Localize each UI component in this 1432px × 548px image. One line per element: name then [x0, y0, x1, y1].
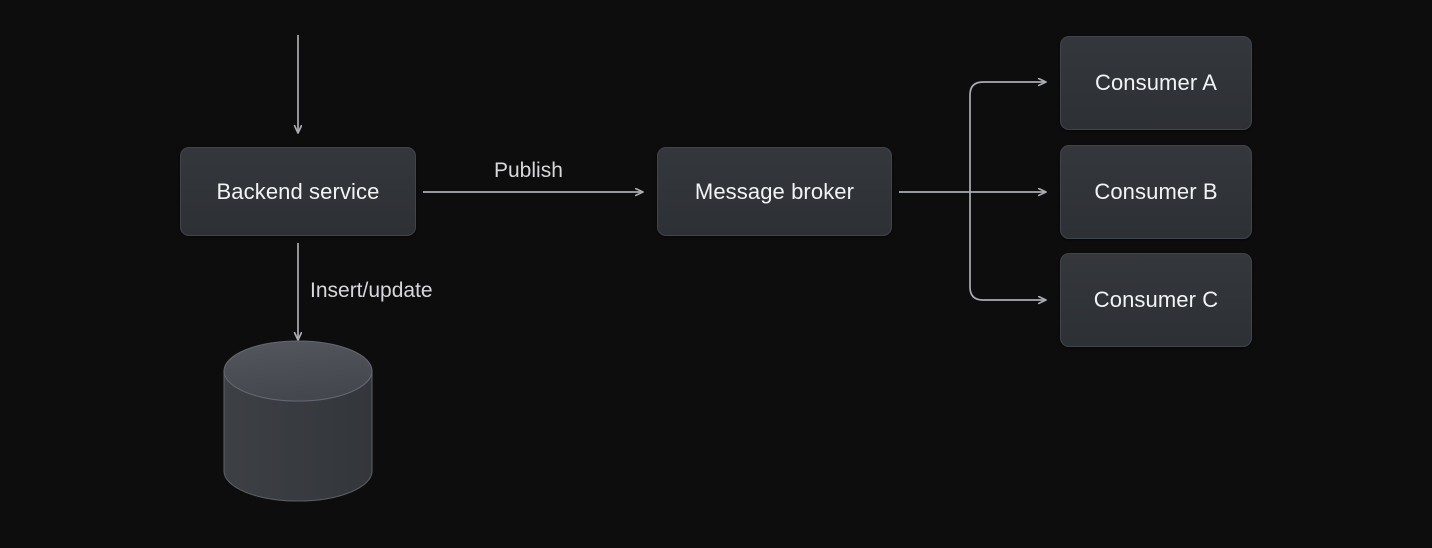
edge-branch-to-consumer-a [969, 82, 1046, 192]
node-message-broker[interactable]: Message broker [657, 147, 892, 236]
node-consumer-a[interactable]: Consumer A [1060, 36, 1252, 130]
node-backend-service[interactable]: Backend service [180, 147, 416, 236]
node-backend-service-label: Backend service [216, 178, 380, 204]
node-consumer-b-label: Consumer B [1094, 179, 1218, 204]
database-cylinder [223, 340, 373, 502]
node-message-broker-label: Message broker [694, 178, 855, 204]
node-consumer-a-label: Consumer A [1094, 70, 1218, 95]
edge-label-insert-update: Insert/update [310, 279, 433, 302]
node-consumer-c-label: Consumer C [1093, 287, 1219, 312]
edge-label-publish: Publish [494, 159, 563, 182]
edge-branch-to-consumer-c [969, 192, 1046, 300]
node-consumer-c[interactable]: Consumer C [1060, 253, 1252, 347]
node-consumer-b[interactable]: Consumer B [1060, 145, 1252, 239]
